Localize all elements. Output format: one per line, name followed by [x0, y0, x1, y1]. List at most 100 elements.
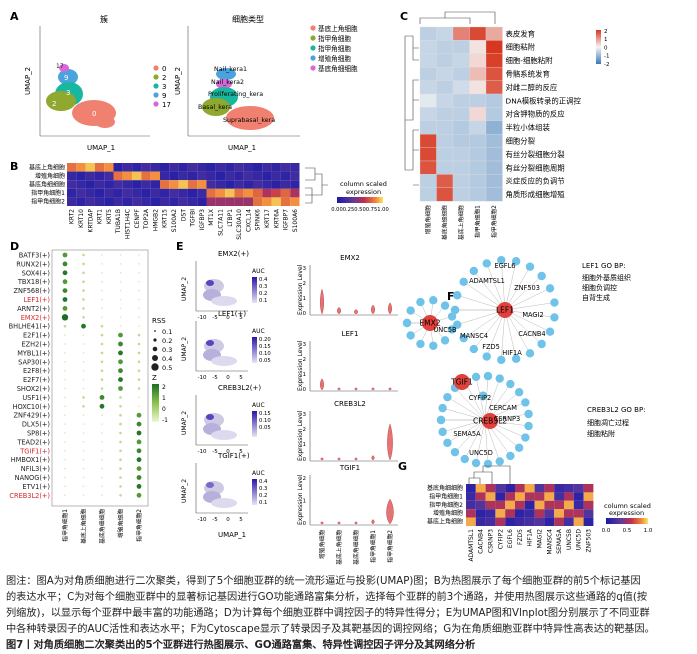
heatmap-g-cell [564, 509, 574, 518]
heatmap-b-cell [150, 188, 160, 198]
dotplot-regulon-label: NFIL3(+) [21, 465, 50, 473]
auc-legend-title: AUC [252, 402, 265, 409]
heatmap-c-column-label: 基底角细细胞 [441, 205, 449, 240]
heatmap-b-cell [76, 163, 86, 172]
heatmap-b-cell [215, 197, 226, 206]
heatmap-c-cell [436, 107, 454, 121]
auc-umap-title: LEF1(+) [218, 310, 246, 318]
heatmap-b-cell [197, 171, 207, 181]
violin-title: CREB3L2 [334, 400, 366, 408]
heatmap-c-cell [419, 80, 437, 95]
dotplot-regulon-label: RUNX2(+) [16, 260, 50, 268]
dotplot-dot [136, 421, 142, 427]
heatmap-c-cell [469, 174, 487, 188]
heatmap-c-term-label: 炎症反应的负调节 [506, 177, 565, 186]
cluster-label-2: 2 [52, 100, 56, 108]
dotplot-dot [138, 263, 140, 265]
lef1-go-term-2: 细胞负调控 [582, 283, 617, 292]
dotplot-dot [64, 494, 66, 497]
dotplot-dot [101, 316, 103, 319]
panel-a-xlabel-right: UMAP_1 [228, 144, 256, 152]
dotplot-dot [138, 325, 140, 328]
heatmap-b-cell [215, 163, 226, 172]
celltype-legend-label: 指甲角细胞 [318, 44, 351, 53]
heatmap-g-cell [524, 484, 535, 493]
umap-e-xtick: -5 [212, 517, 218, 523]
violin-xtick: 基底上角细胞 [335, 530, 343, 565]
violin-ytick: 2 [303, 281, 306, 287]
dotplot-dot [82, 280, 85, 284]
dotplot-dot [62, 252, 68, 258]
network-target-node [550, 313, 559, 322]
heatmap-g-cell [534, 484, 545, 493]
heatmap-b-cell [104, 188, 114, 198]
dotplot-dot [82, 262, 85, 266]
heatmap-g-cell [475, 500, 486, 510]
dotplot-dot [101, 423, 103, 425]
umap-cell-cloud [206, 482, 214, 488]
violin-shape [371, 304, 375, 315]
dotplot-dot [118, 368, 123, 374]
network-target-node [482, 352, 491, 361]
heatmap-c-cell [436, 147, 454, 162]
heatmap-b-cell [280, 180, 291, 189]
dotplot-dot [100, 387, 104, 390]
dotplot-dot [119, 449, 122, 453]
heatmap-b-cell [160, 197, 170, 206]
dotplot-dot [136, 439, 142, 445]
heatmap-b-cell [113, 197, 123, 206]
network-target-node [406, 331, 415, 340]
heatmap-b-gene-label: KRT5 [106, 209, 113, 224]
heatmap-b-cell [113, 171, 123, 181]
dotplot-dot [101, 289, 103, 292]
heatmap-b-cell [76, 188, 86, 198]
heatmap-b-gene-label: KRT17 [264, 209, 271, 228]
panel-c: C 表皮发育细胞粘附细胞-细胞粘附骨骼系统发育对雌二醇的反应DNA模板转录的正调… [400, 10, 609, 240]
heatmap-b-cell [197, 188, 207, 198]
heatmap-b-gene-label: HIST1H4C [124, 209, 131, 239]
cluster-legend-swatch [153, 92, 159, 98]
dotplot-dot [82, 316, 85, 319]
heatmap-g-cell [475, 492, 486, 501]
heatmap-c-cell [436, 80, 454, 95]
dotplot-dot [100, 378, 104, 381]
heatmap-g-cell [466, 500, 476, 510]
heatmap-b-cell [178, 188, 188, 198]
auc-legend-tick: 0.2 [259, 291, 267, 297]
auc-legend-tick: 0.10 [259, 418, 271, 424]
panel-c-letter: C [400, 10, 408, 23]
cluster-legend-label: 0 [162, 65, 166, 73]
heatmap-b-cell [141, 163, 151, 172]
panel-d: D BATF3(+)RUNX2(+)SOX4(+)TBX18(+)ZNF568(… [9, 240, 173, 544]
creb3l2-go-annotation: CREB3L2 GO BP: 细胞凋亡过程 细胞粘附 [587, 406, 646, 438]
caption-line-1: 图注：图A为对角质细胞进行二次聚类，得到了5个细胞亚群的统一流形逼近与投影(UM… [6, 576, 641, 587]
dotplot-dot [138, 405, 140, 408]
auc-legend-bar [252, 479, 257, 505]
rss-legend-dot [154, 330, 156, 332]
network-target-node [537, 339, 546, 349]
auc-legend-tick: 0.4 [259, 277, 268, 283]
heatmap-g-cell [544, 500, 555, 510]
dotplot-regulon-label: ZNF429(+) [14, 412, 51, 420]
heatmap-g-cell [485, 484, 496, 493]
dotplot-dot [119, 431, 122, 435]
dotplot-dot [82, 405, 85, 408]
auc-legend-tick: 0.15 [259, 411, 271, 417]
network-target-node [483, 371, 493, 381]
heatmap-b-cell [132, 171, 142, 181]
dotplot-dot [136, 448, 142, 454]
heatmap-c-term-label: 细胞粘附 [506, 43, 536, 52]
heatmap-c-cell [469, 53, 487, 68]
heatmap-c-legend-tick: -2 [604, 62, 609, 68]
dotplot-dot [64, 423, 66, 425]
heatmap-c-cell [485, 134, 503, 148]
dotplot-dot [136, 457, 142, 463]
z-legend-tick: -1 [162, 417, 168, 424]
network-target-node [537, 271, 546, 281]
heatmap-b-cell [85, 197, 95, 206]
heatmap-c-cell [436, 134, 454, 148]
